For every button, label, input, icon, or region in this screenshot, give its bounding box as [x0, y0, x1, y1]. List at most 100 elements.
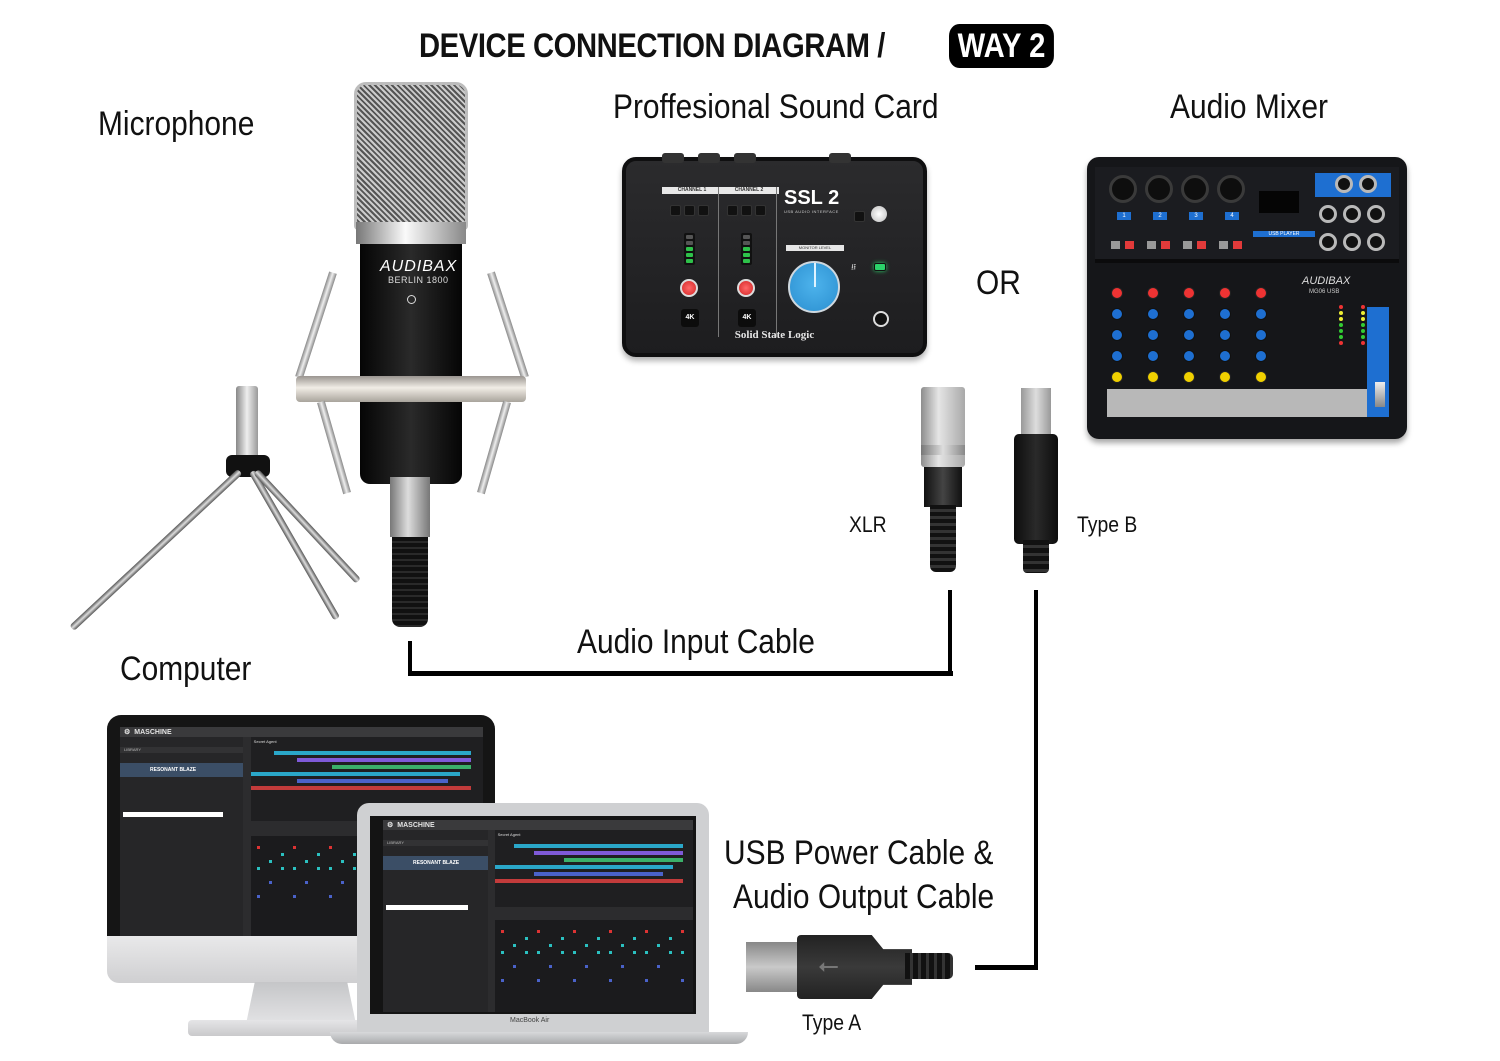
mixer-knob	[1183, 308, 1195, 320]
type-b-label: Type B	[1077, 512, 1138, 537]
preset-banner: RESONANT BLAZE	[120, 763, 244, 777]
pattern-step	[644, 929, 648, 933]
usb-icon: ⭠	[818, 950, 839, 980]
pattern-step	[524, 936, 528, 940]
pattern-step	[512, 964, 516, 968]
library-list-item	[386, 905, 469, 910]
maschine-pattern-editor	[494, 919, 693, 1012]
pattern-step	[328, 845, 332, 849]
arranger-clip	[564, 858, 684, 862]
ssl2-sound-card: CHANNEL 1 CHANNEL 2 4K 4K SSL 2 USB AUDI…	[622, 153, 927, 357]
vu-led	[1361, 323, 1365, 327]
vu-led	[1339, 329, 1343, 333]
channel-1-label: CHANNEL 1	[662, 187, 722, 194]
arranger-clip	[297, 779, 449, 783]
usb-cable-line-horizontal	[975, 965, 1038, 970]
vu-led	[1339, 341, 1343, 345]
maschine-library-panel: LIBRARY RESONANT BLAZE	[383, 830, 489, 1012]
mixer-knob	[1111, 308, 1123, 320]
gain-knob-2	[737, 279, 755, 297]
pattern-step	[524, 950, 528, 954]
microphone-label: Microphone	[98, 105, 255, 143]
pattern-step	[268, 880, 272, 884]
mixer-knob	[1219, 308, 1231, 320]
mic-mount-connector	[236, 386, 258, 466]
mixer-knob	[1255, 371, 1267, 383]
mixer-knob	[1219, 329, 1231, 341]
vu-led	[1361, 317, 1365, 321]
pattern-step	[536, 929, 540, 933]
level-meter	[684, 233, 695, 265]
pattern-step	[536, 950, 540, 954]
xlr-input	[1217, 175, 1245, 203]
pattern-step	[304, 880, 308, 884]
pattern-step	[620, 964, 624, 968]
channel-number: 3	[1189, 212, 1203, 220]
pattern-step	[256, 866, 260, 870]
vu-led	[1361, 311, 1365, 315]
mic-grille	[354, 82, 468, 230]
pattern-step	[620, 943, 624, 947]
vu-led	[1361, 341, 1365, 345]
pattern-step	[680, 929, 684, 933]
shock-mount-arm	[295, 271, 337, 379]
pattern-step	[572, 978, 576, 982]
vu-led	[1339, 305, 1343, 309]
mixer-knob	[1183, 287, 1195, 299]
maschine-topbar: ⚙ MASCHINE	[383, 820, 693, 830]
vu-led	[1339, 311, 1343, 315]
title-text: DEVICE CONNECTION DIAGRAM /	[419, 26, 885, 65]
vu-led	[1339, 335, 1343, 339]
pattern-step	[352, 852, 356, 856]
gain-knob-1	[680, 279, 698, 297]
pattern-step	[584, 943, 588, 947]
maschine-library-panel: LIBRARY RESONANT BLAZE	[120, 737, 244, 936]
xlr-input	[1109, 175, 1137, 203]
way-badge: WAY 2	[949, 24, 1054, 68]
pattern-step	[316, 866, 320, 870]
mixer-knob	[1255, 350, 1267, 362]
channel-number: 1	[1117, 212, 1131, 220]
arranger-clip	[250, 772, 460, 776]
pattern-step	[280, 866, 284, 870]
xlr-label: XLR	[849, 512, 887, 537]
pattern-step	[608, 929, 612, 933]
pattern-step	[352, 866, 356, 870]
maschine-app-name: MASCHINE	[397, 821, 435, 829]
pattern-step	[500, 929, 504, 933]
usb-cable-label-line1: USB Power Cable &	[724, 834, 994, 872]
mic-body	[360, 244, 462, 484]
usb-player-label: USB PLAYER	[1253, 231, 1315, 237]
legacy-4k-button-2: 4K	[738, 309, 756, 327]
xlr-input	[1145, 175, 1173, 203]
arranger-clip	[494, 865, 674, 869]
arranger-clip	[273, 751, 472, 755]
mic-model: BERLIN 1800	[388, 275, 449, 285]
pattern-step	[328, 894, 332, 898]
library-list-item	[386, 995, 488, 1000]
stereo-button	[854, 211, 865, 222]
usb-led	[874, 263, 886, 271]
pattern-step	[608, 978, 612, 982]
library-list-item	[123, 812, 224, 817]
mixer-knob	[1219, 350, 1231, 362]
mixer-knob	[1111, 350, 1123, 362]
pattern-step	[572, 950, 576, 954]
monitor-mix-knob	[871, 206, 887, 222]
vu-led	[1339, 317, 1343, 321]
mixer-model: MG06 USB	[1309, 289, 1340, 295]
xlr-input	[1181, 175, 1209, 203]
shock-mount-arm	[317, 400, 351, 495]
pattern-step	[536, 978, 540, 982]
macbook-screen: ⚙ MASCHINE LIBRARY RESONANT BLAZE Secret…	[383, 820, 693, 1012]
mixer-knob	[1147, 287, 1159, 299]
mixer-knob	[1147, 371, 1159, 383]
pattern-step	[340, 880, 344, 884]
usb-player-display	[1259, 191, 1299, 213]
audio-mixer-device: 1 2 3 4 USB PLAYER AUDIBAX MG06 USB	[1087, 157, 1407, 439]
pattern-step	[596, 936, 600, 940]
mixer-knob	[1255, 308, 1267, 320]
ssl-brand: Solid State Logic	[734, 329, 815, 341]
mixer-knob	[1219, 371, 1231, 383]
maschine-arranger: Secret Agent	[494, 830, 693, 907]
